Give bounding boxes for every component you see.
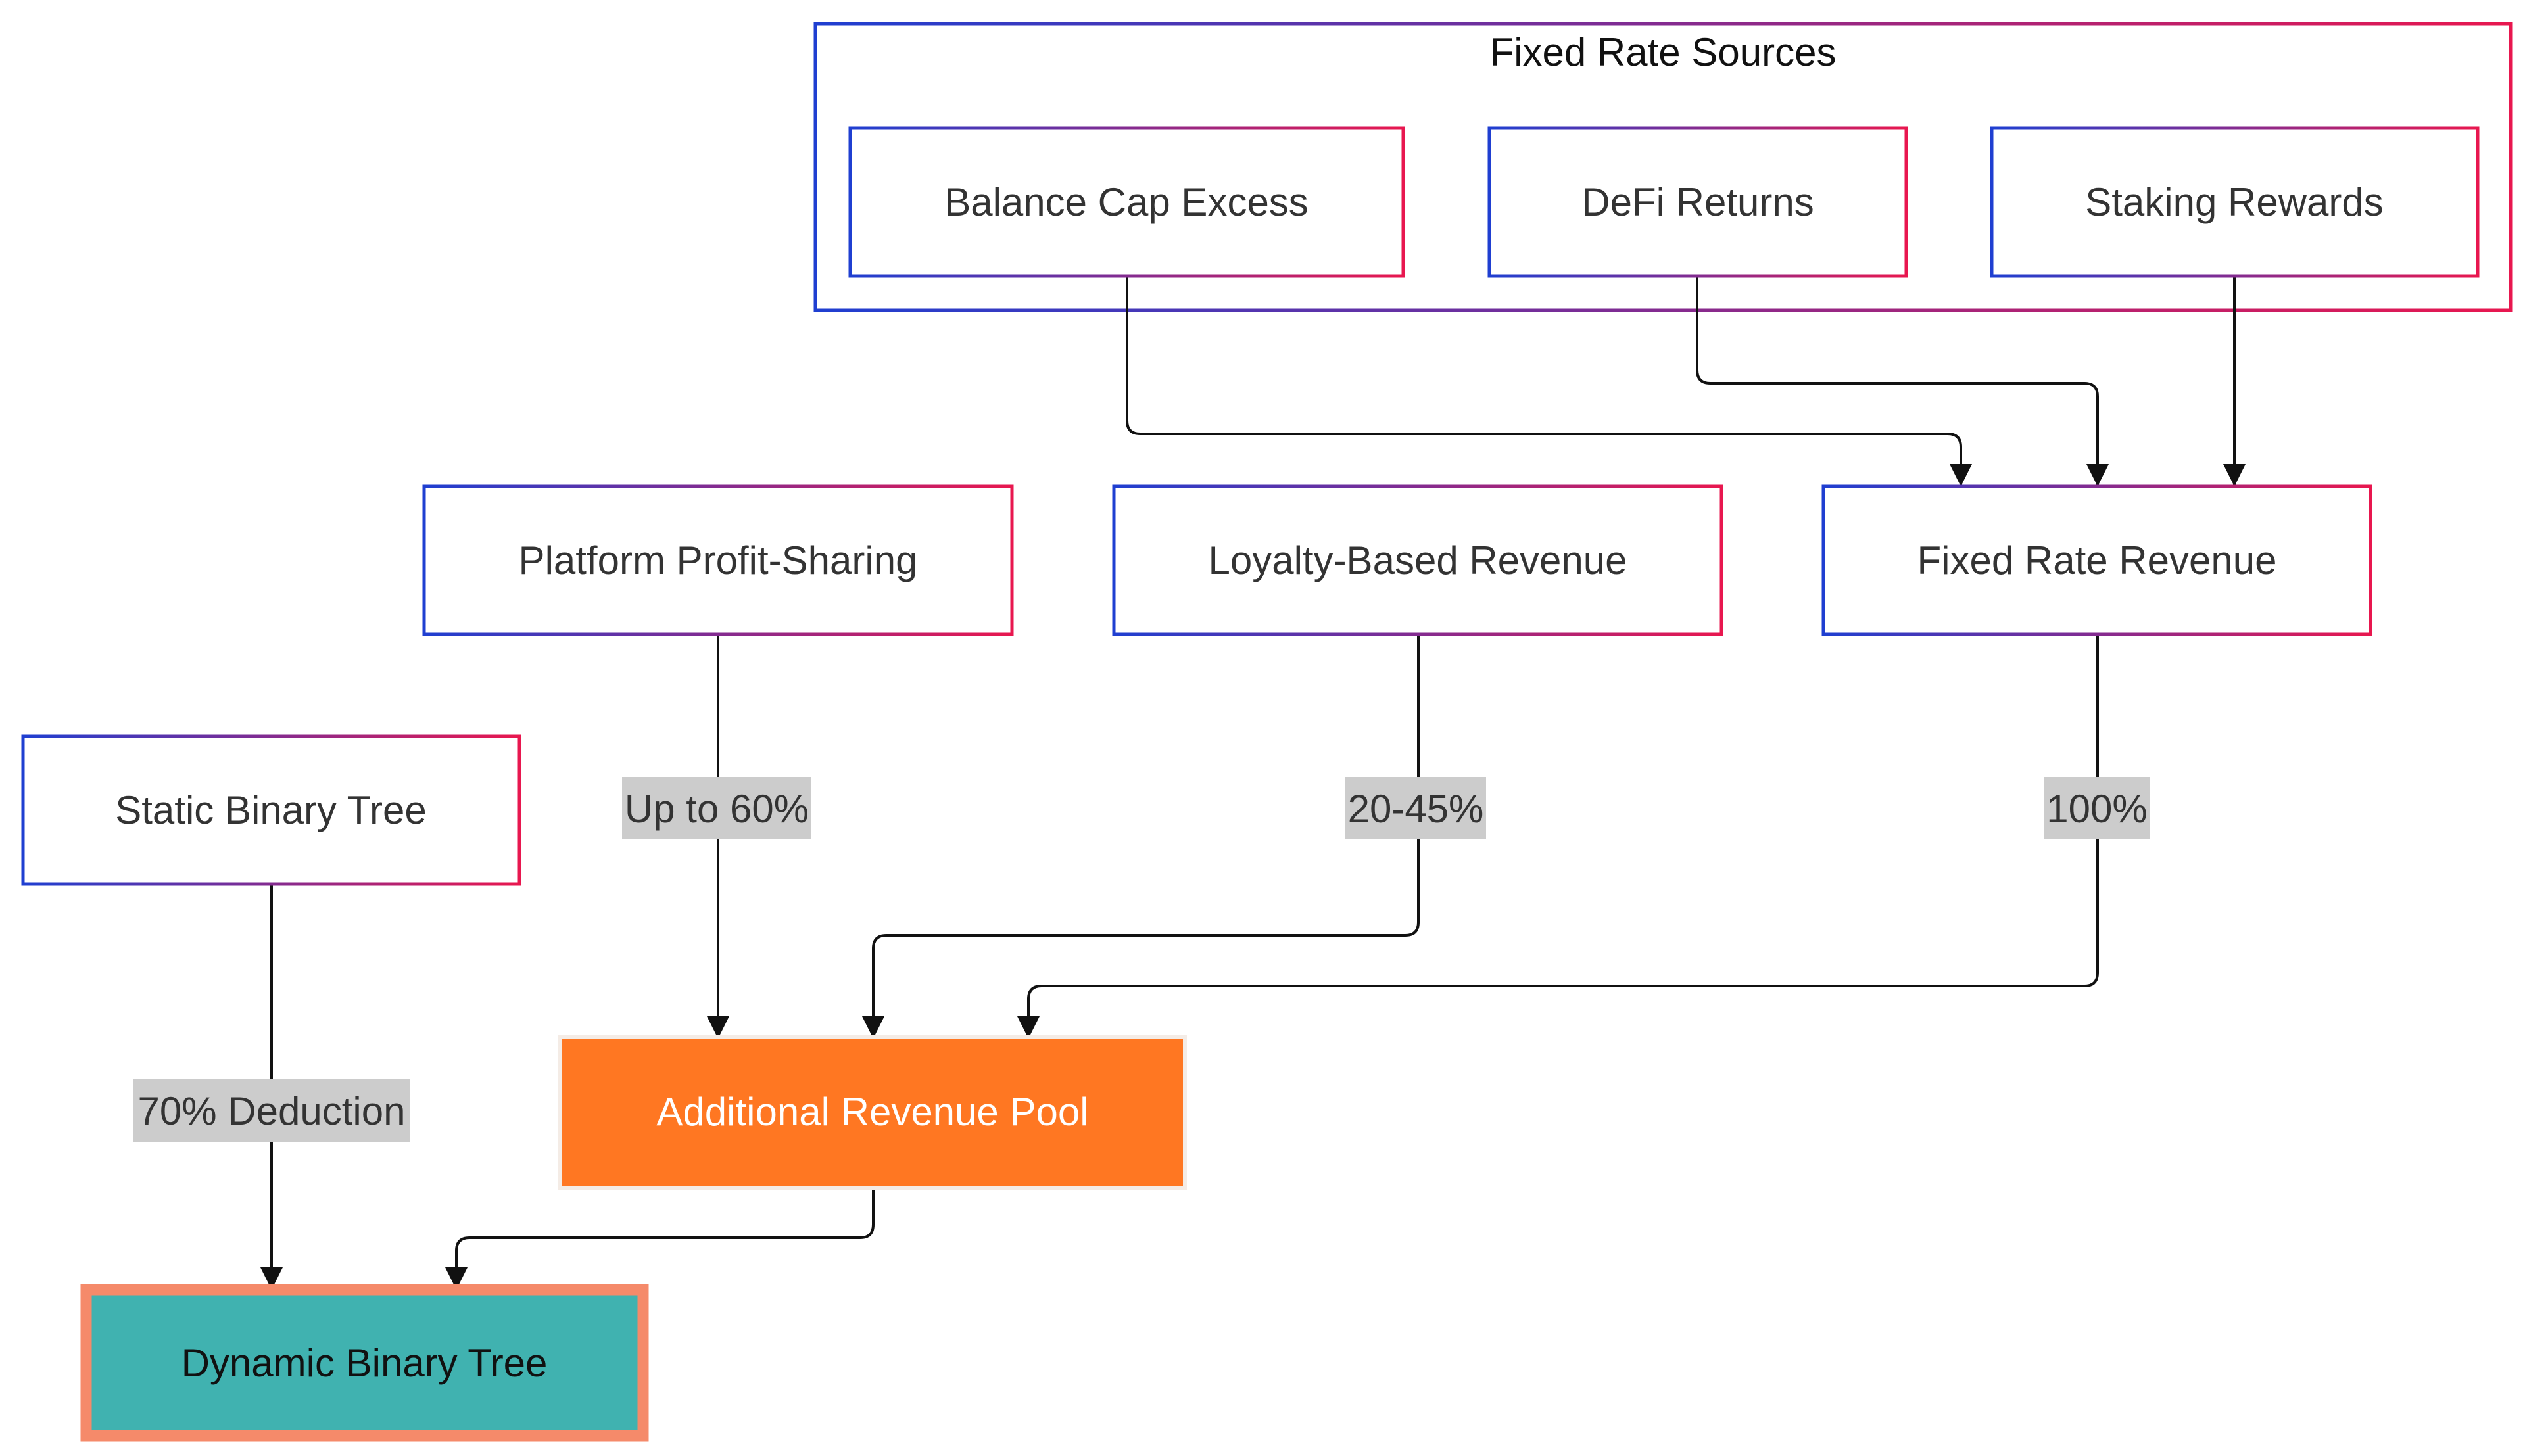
edge-label-text: Up to 60% [625, 787, 809, 831]
node-static-binary-tree: Static Binary Tree [21, 734, 521, 886]
node-label: Platform Profit-Sharing [519, 538, 918, 582]
node-label: Additional Revenue Pool [656, 1090, 1088, 1134]
node-dynamic-binary-tree: Dynamic Binary Tree [80, 1284, 649, 1442]
edge-label-70-deduction: 70% Deduction [133, 1079, 410, 1142]
edge-balance-to-fixed [1126, 276, 1972, 486]
node-balance-cap-excess: Balance Cap Excess [848, 126, 1405, 278]
fixed-rate-sources-cluster: Fixed Rate Sources [813, 22, 2513, 312]
edge-fixed-to-pool [1017, 634, 2099, 1039]
node-label: Dynamic Binary Tree [181, 1341, 548, 1385]
edge-pool-to-dynamic [445, 1188, 875, 1290]
node-staking-rewards: Staking Rewards [1990, 126, 2480, 278]
node-defi-returns: DeFi Returns [1487, 126, 1908, 278]
edges [260, 276, 2246, 1290]
node-label: Static Binary Tree [115, 788, 427, 832]
edge-label-100: 100% [2044, 777, 2150, 839]
edge-label-text: 20-45% [1348, 787, 1484, 831]
node-label: Fixed Rate Revenue [1917, 538, 2277, 582]
node-fixed-rate-revenue: Fixed Rate Revenue [1821, 484, 2372, 636]
edge-label-text: 100% [2046, 787, 2147, 831]
node-loyalty-based-revenue: Loyalty-Based Revenue [1112, 484, 1723, 636]
node-additional-revenue-pool: Additional Revenue Pool [558, 1035, 1187, 1190]
node-platform-profit-sharing: Platform Profit-Sharing [422, 484, 1014, 636]
edge-label-text: 70% Deduction [138, 1089, 406, 1133]
node-label: DeFi Returns [1581, 180, 1814, 224]
node-label: Staking Rewards [2085, 180, 2384, 224]
node-label: Balance Cap Excess [944, 180, 1309, 224]
node-label: Loyalty-Based Revenue [1208, 538, 1627, 582]
edge-label-up-to-60: Up to 60% [622, 777, 811, 839]
edge-defi-to-fixed [1696, 276, 2109, 486]
edge-loyalty-to-pool [862, 634, 1420, 1039]
edge-label-20-45: 20-45% [1345, 777, 1486, 839]
cluster-title: Fixed Rate Sources [1490, 30, 1837, 74]
